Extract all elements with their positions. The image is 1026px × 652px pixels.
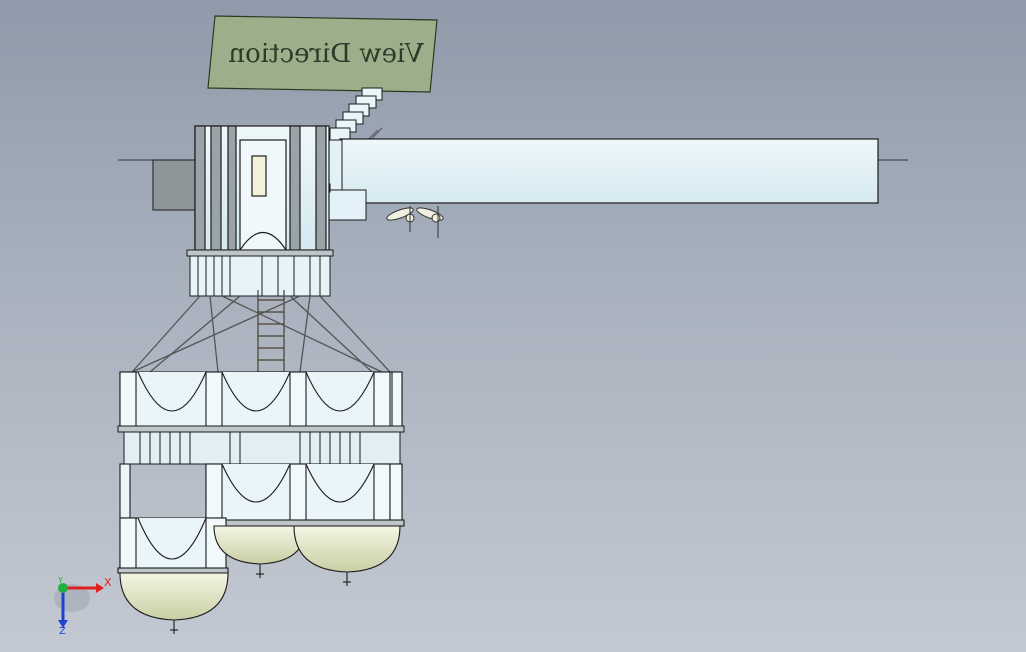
- rotor-assemblies: [386, 206, 444, 238]
- tower-base-frame: [186, 249, 334, 297]
- triad-x-label: X: [104, 576, 112, 589]
- triad-z-label: Z: [59, 626, 66, 637]
- tank-middle[interactable]: [213, 525, 307, 565]
- stair-step-blocks: [327, 87, 383, 183]
- tower-housing[interactable]: [194, 125, 330, 251]
- support-struts: [131, 295, 391, 373]
- tank-left[interactable]: [119, 572, 229, 621]
- lower-frame-row: [203, 463, 405, 527]
- upper-frame-row: [119, 371, 403, 429]
- left-lower-frame: [117, 463, 229, 574]
- buoyancy-tanks[interactable]: [119, 525, 401, 634]
- view-direction-label-panel[interactable]: View Direction: [207, 15, 438, 93]
- triad-y-label: Y: [57, 576, 63, 585]
- coordinate-triad[interactable]: [54, 583, 104, 628]
- horizontal-boom[interactable]: [339, 138, 879, 204]
- view-direction-label-text: View Direction: [228, 39, 424, 69]
- side-block-left: [152, 159, 198, 211]
- middle-grating-band: [117, 425, 405, 465]
- tank-right[interactable]: [293, 525, 401, 573]
